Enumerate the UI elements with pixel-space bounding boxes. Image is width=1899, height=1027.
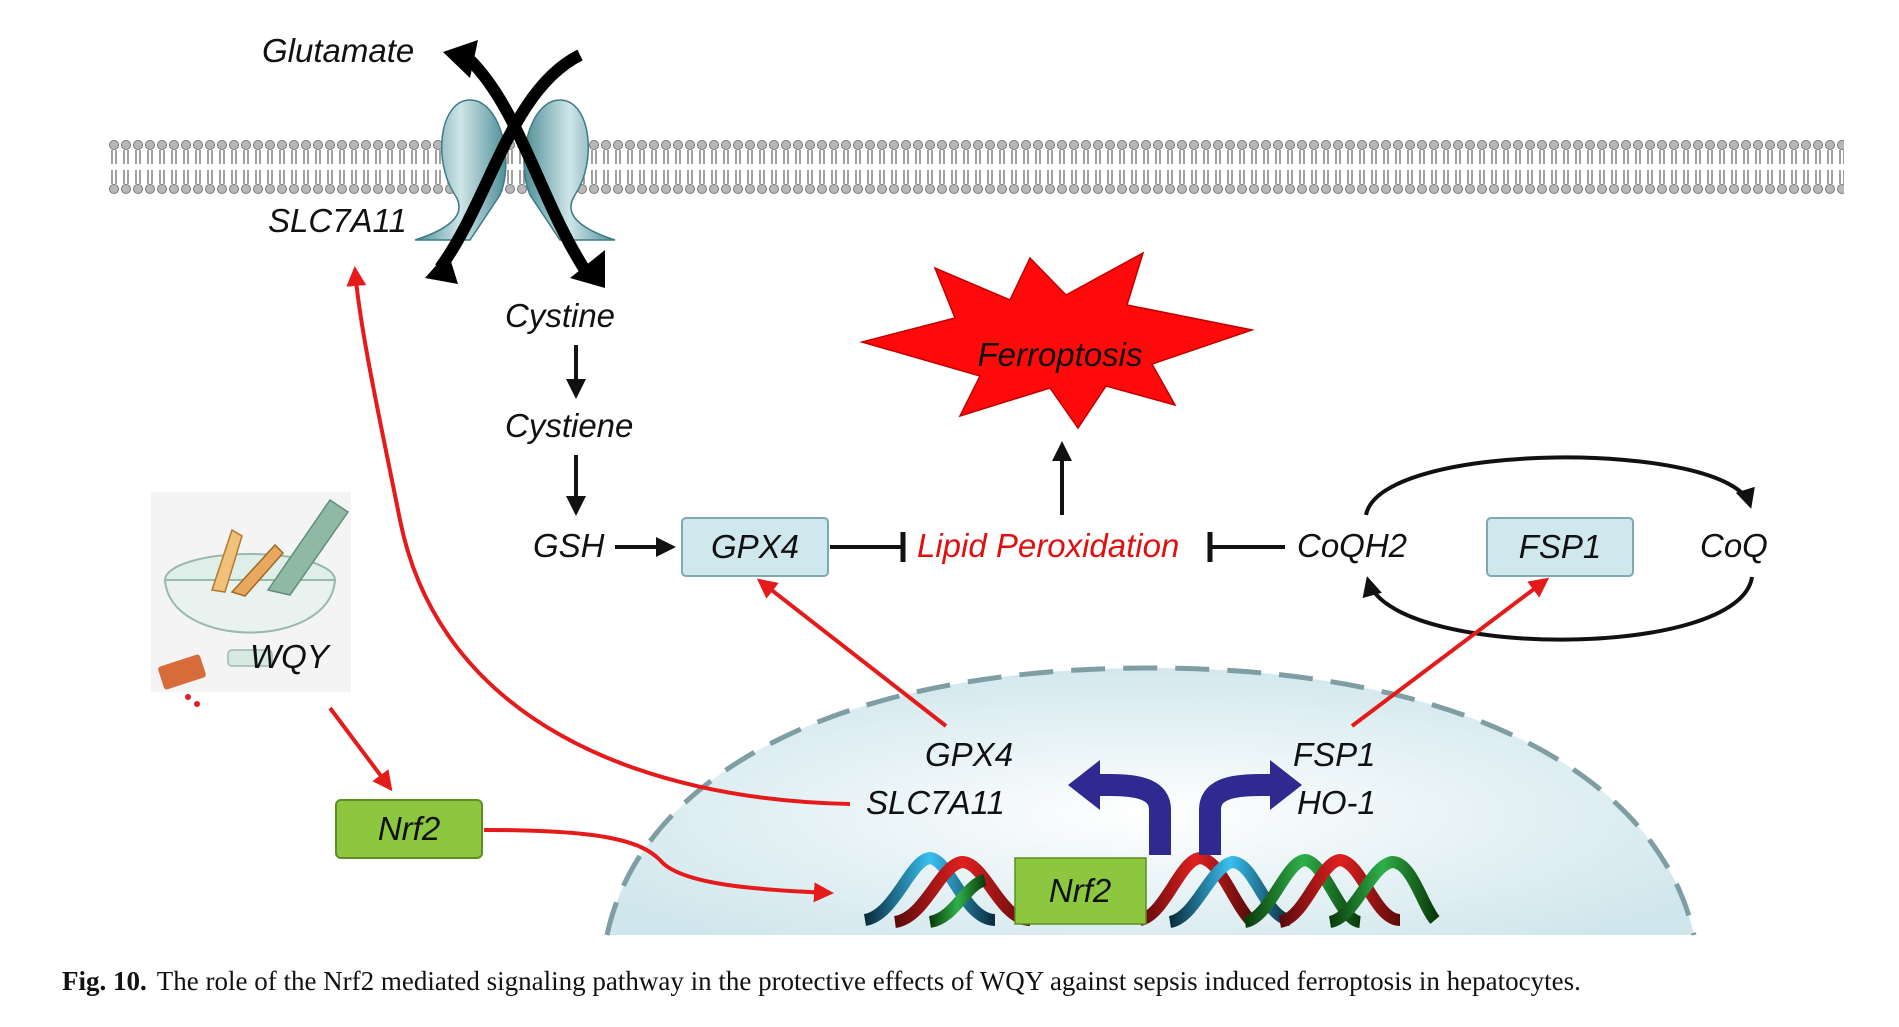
nrf2-translocation-arrow xyxy=(483,828,834,903)
slc7a11-membrane-label: SLC7A11 xyxy=(268,202,407,239)
figure-number: Fig. 10. xyxy=(62,966,147,996)
coq-to-coqh2-cycle-arrow xyxy=(1362,576,1754,642)
coqh2-to-coq-cycle-arrow xyxy=(1364,455,1755,516)
nucleus-fsp1-label: FSP1 xyxy=(1293,736,1376,773)
transcription-arrowhead-right xyxy=(1270,760,1302,810)
wqy-label: WQY xyxy=(250,638,331,675)
nucleus-slc7a11-label: SLC7A11 xyxy=(866,784,1005,821)
transcription-arrow-right xyxy=(1199,774,1275,855)
nrf2-box xyxy=(335,799,483,859)
coq-label: CoQ xyxy=(1700,527,1768,564)
nrf2-dna-box xyxy=(1014,857,1147,925)
ferroptosis-burst-icon xyxy=(859,251,1255,430)
lipid-peroxidation-label: Lipid Peroxidation xyxy=(917,527,1179,564)
transcription-arrowhead-left xyxy=(1068,760,1100,810)
nrf2-box-label: Nrf2 xyxy=(378,810,440,847)
figure-caption: Fig. 10. The role of the Nrf2 mediated si… xyxy=(62,966,1892,997)
slc7a11-gene-to-transporter-arrow xyxy=(346,266,851,806)
wqy-to-nrf2-arrow xyxy=(328,706,393,792)
glutamate-export-arrow xyxy=(435,49,583,272)
ferroptosis-label: Ferroptosis xyxy=(977,336,1142,373)
gpx4-box-label: GPX4 xyxy=(711,528,799,565)
cystine-label: Cystine xyxy=(505,297,615,334)
nrf2-dna-label: Nrf2 xyxy=(1049,872,1111,909)
cystine-import-arrowhead-left xyxy=(425,252,458,284)
gsh-label: GSH xyxy=(533,527,605,564)
fsp1-gene-to-protein-arrow xyxy=(1350,577,1550,728)
figure-caption-text: The role of the Nrf2 mediated signaling … xyxy=(156,966,1581,996)
wqy-herb-mortar-icon xyxy=(151,492,351,707)
coqh2-label: CoQH2 xyxy=(1297,527,1407,564)
cystine-import-arrowhead xyxy=(570,250,605,288)
gpx4-gene-to-protein-arrow xyxy=(756,578,948,728)
dna-helix-icon xyxy=(863,851,1440,928)
glutamate-arrowhead xyxy=(443,40,478,78)
nucleus-ho1-label: HO-1 xyxy=(1297,784,1376,821)
nucleus-dashed-border xyxy=(604,665,1697,936)
cystiene-label: Cystiene xyxy=(505,407,633,444)
glutamate-export-path xyxy=(465,55,591,274)
fsp1-box xyxy=(1486,517,1634,577)
transcription-arrow-left xyxy=(1095,774,1171,855)
nucleus-gpx4-label: GPX4 xyxy=(925,736,1013,773)
glutamate-label: Glutamate xyxy=(262,32,414,69)
gpx4-box xyxy=(681,517,829,577)
fsp1-box-label: FSP1 xyxy=(1519,528,1602,565)
cell-membrane xyxy=(108,140,1844,194)
